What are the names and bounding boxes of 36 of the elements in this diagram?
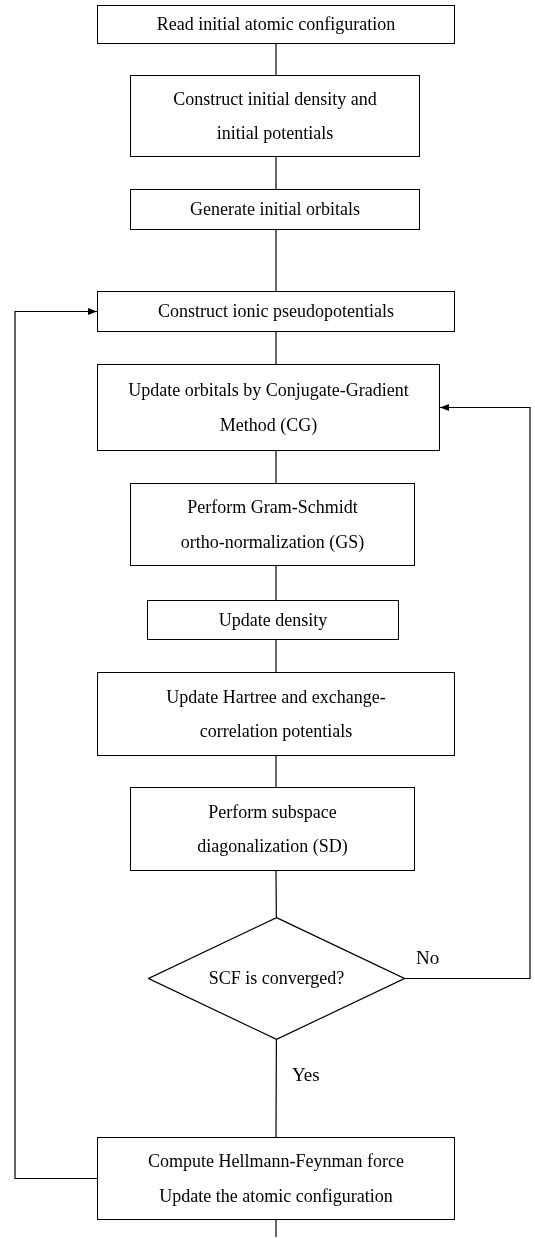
arrow	[404, 403, 531, 980]
connector-line	[275, 331, 277, 365]
connector-line	[275, 565, 277, 601]
connector-line	[275, 156, 277, 190]
connector-line	[275, 870, 277, 918]
node-text: Compute Hellmann-Feynman force	[148, 1150, 404, 1174]
node-text: Update the atomic configuration	[159, 1184, 393, 1208]
node-text: Update Hartree and exchange-correlation potentials	[165, 685, 387, 743]
arrow	[14, 307, 98, 1180]
process-box	[97, 364, 440, 451]
process-box	[130, 483, 415, 566]
connector-line	[275, 229, 277, 292]
connector-line	[275, 639, 277, 673]
connector-line	[275, 1039, 277, 1138]
process-box	[147, 600, 399, 640]
process-box	[97, 672, 455, 756]
node-text: Perform Gram-Schmidt ortho-normalization (GS)	[179, 496, 366, 554]
connector-line	[275, 755, 277, 788]
connector-line	[275, 450, 277, 484]
process-box	[130, 75, 420, 157]
node-text: Construct ionic pseudopotentials	[158, 300, 394, 324]
node-text: Construct initial density and initial potentials	[172, 87, 378, 145]
process-box	[97, 291, 455, 332]
connector-line	[275, 1219, 277, 1238]
process-box	[97, 1137, 455, 1220]
node-text: SCF is converged?	[208, 967, 345, 991]
node-text: Update density	[218, 608, 328, 632]
connector-line	[275, 43, 277, 76]
process-box	[130, 189, 420, 230]
process-box	[130, 787, 415, 871]
node-text: Read initial atomic configuration	[156, 13, 396, 37]
process-box	[97, 5, 455, 44]
node-text: Update orbitals by Conjugate-Gradient Method (CG)	[127, 379, 410, 437]
node-text: Generate initial orbitals	[190, 198, 360, 222]
decision-diamond	[148, 917, 405, 1040]
node-text: Perform subspace diagonalization (SD)	[196, 800, 349, 858]
